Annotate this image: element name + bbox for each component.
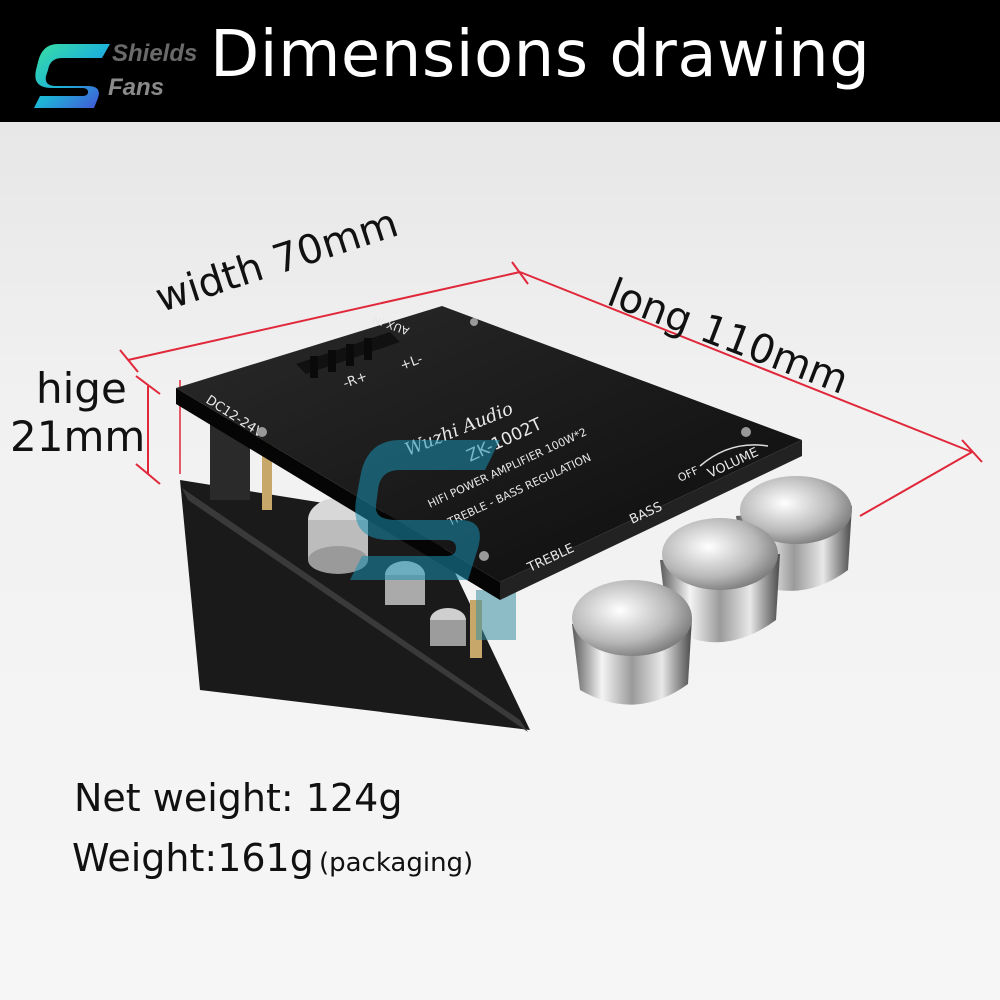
dimension-lines — [119, 261, 983, 517]
width-dimension-line — [127, 271, 521, 361]
height-dimension-label-line1: hige — [36, 364, 127, 413]
board-left-label: +L- — [398, 352, 425, 374]
gross-weight-text: Weight:161g (packaging) — [72, 836, 473, 880]
knob-treble — [572, 580, 692, 705]
volume-arc — [699, 444, 769, 467]
gross-weight-value: Weight:161g — [72, 836, 314, 880]
standoff — [262, 440, 272, 510]
screws — [257, 318, 751, 561]
brand-logo: Shields Fans — [28, 36, 228, 116]
s-swoosh-logo-icon — [34, 44, 110, 108]
heatsink — [296, 332, 400, 378]
net-weight-text: Net weight: 124g — [74, 776, 403, 820]
height-dimension-label-line2: 21mm — [10, 412, 146, 461]
length-extension-line — [859, 451, 973, 517]
page-title: Dimensions drawing — [210, 18, 871, 92]
header-bar: Shields Fans Dimensions drawing — [0, 0, 1000, 122]
watermark-logo-icon — [350, 440, 500, 580]
logo-text-fans: Fans — [108, 74, 165, 101]
gross-weight-note: (packaging) — [318, 848, 474, 878]
logo-text-shields: Shields — [112, 40, 198, 67]
length-dimension-line — [519, 271, 973, 453]
